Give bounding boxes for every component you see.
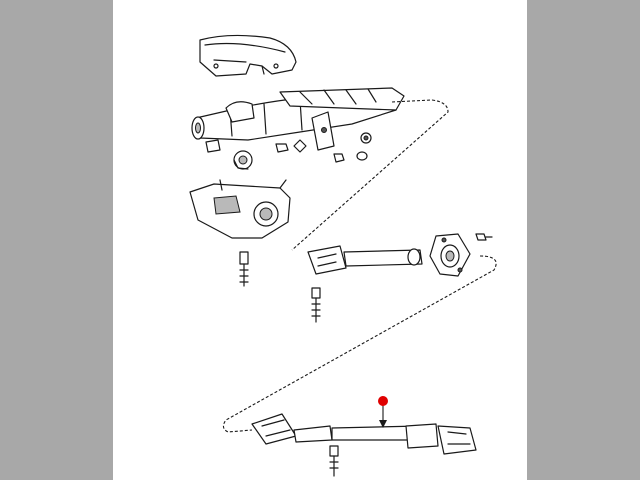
- upper-shroud: [199, 34, 297, 77]
- red-dot-marker-icon[interactable]: [378, 396, 388, 406]
- callout: [378, 396, 388, 428]
- parts-diagram: [113, 0, 527, 480]
- leader-lines: [222, 99, 497, 433]
- lower-shroud: [189, 179, 291, 287]
- right-gray-panel: [527, 0, 640, 480]
- left-gray-panel: [0, 0, 113, 480]
- steering-column: [191, 87, 405, 170]
- lower-coupler-shaft: [251, 413, 477, 477]
- intermediate-shaft: [307, 233, 493, 323]
